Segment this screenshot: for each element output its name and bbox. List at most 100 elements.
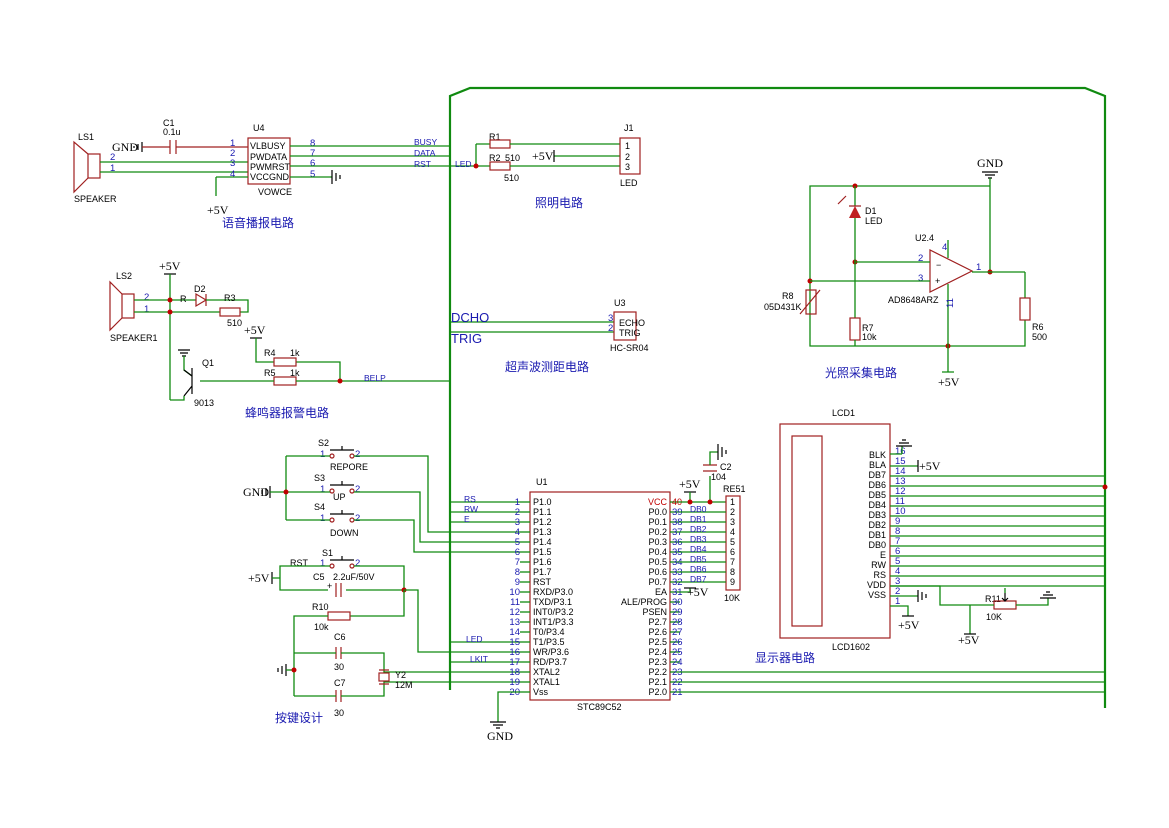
svg-text:UP: UP [333,492,346,502]
u1-pin-number: 8 [515,567,520,578]
lcd-pin-number: 4 [895,566,900,577]
svg-text:1: 1 [976,262,981,273]
u1-pin-name: XTAL1 [533,677,560,687]
u1-pin-name: INT1/P3.3 [533,617,574,627]
u1-pin-number: 14 [509,627,520,638]
u1-pin-number: 12 [509,607,520,618]
svg-text:S4: S4 [314,502,325,512]
svg-text:+5V: +5V [687,585,709,599]
svg-text:VLBUSY: VLBUSY [250,141,286,151]
svg-text:SPEAKER: SPEAKER [74,194,117,204]
lcd-pin-name: DB6 [868,480,886,490]
u1-pin-name: T1/P3.5 [533,637,565,647]
u1-pin-number: 16 [509,647,520,658]
svg-text:3: 3 [918,273,923,284]
u1-pin-number: 21 [672,687,683,698]
svg-text:2: 2 [625,152,630,162]
svg-text:R5: R5 [264,368,276,378]
u1-pin-number: 10 [509,587,520,598]
u1-pin-number: 9 [515,577,520,588]
lcd-pin-name: DB4 [868,500,886,510]
transistor-q1: Q1 9013 [170,349,214,408]
svg-text:LCD1: LCD1 [832,408,855,418]
svg-text:+5V: +5V [244,323,266,337]
svg-text:S3: S3 [314,473,325,483]
svg-text:+5V: +5V [898,618,920,632]
svg-text:E: E [464,514,470,524]
db-net-label: DB2 [690,524,707,534]
svg-text:LED: LED [865,216,883,226]
capacitor-c6: C6 30 [334,632,346,672]
u1-pin-name: TXD/P3.1 [533,597,572,607]
svg-text:05D431K: 05D431K [764,302,802,312]
svg-text:S1: S1 [322,548,333,558]
lcd-pin-number: 9 [895,516,900,527]
svg-text:R3: R3 [224,293,236,303]
led-d1: D1 LED [837,186,883,318]
svg-text:1k: 1k [290,348,300,358]
svg-text:Y2: Y2 [395,670,406,680]
svg-text:9013: 9013 [194,398,214,408]
svg-text:510: 510 [227,318,242,328]
db-net-label: DB3 [690,534,707,544]
svg-text:GND: GND [243,485,269,499]
resistor-r5: R5 1k [264,368,300,386]
svg-text:500: 500 [1032,332,1047,342]
u1-pin-name: P2.4 [648,647,667,657]
u1-pin-name: P1.5 [533,547,552,557]
svg-text:LS1: LS1 [78,132,94,142]
u1-pin-name: ALE/PROG [621,597,667,607]
lcd-pin-number: 3 [895,576,900,587]
diode-d2: D2 R [180,284,208,308]
lcd-pin-number: 5 [895,556,900,567]
u1-pin-number: 3 [515,517,520,528]
ultrasonic-u3: U3 ECHO TRIG 3 2 HC-SR04 [608,298,649,353]
svg-text:+5V: +5V [958,633,980,647]
svg-text:3: 3 [608,313,613,324]
lcd-pin-number: 8 [895,526,900,537]
u1-pin-number: 15 [509,637,520,648]
svg-text:1: 1 [144,304,149,315]
svg-text:LCD1602: LCD1602 [832,642,870,652]
re51-pin: 9 [730,577,735,587]
u1-pin-name: P0.5 [648,557,667,567]
svg-text:TRIG: TRIG [619,328,641,338]
lcd-pin-name: DB5 [868,490,886,500]
svg-text:LED: LED [455,159,472,169]
u1-pin-name: P2.5 [648,637,667,647]
svg-text:510: 510 [505,153,520,163]
svg-text:+5V: +5V [938,375,960,389]
svg-text:1: 1 [625,141,630,151]
svg-text:+5V: +5V [159,259,181,273]
svg-text:C5: C5 [313,572,325,582]
svg-text:2: 2 [918,253,923,264]
svg-text:1: 1 [230,138,235,149]
re51-pin: 1 [730,497,735,507]
u1-pin-name: P2.1 [648,677,667,687]
lcd-pin-number: 16 [895,446,906,457]
svg-text:ECHO: ECHO [619,318,645,328]
svg-text:10K: 10K [986,612,1002,622]
lcd-pin-name: BLA [869,460,886,470]
svg-text:VCCGND: VCCGND [250,172,290,182]
resistor-r1: R1 [489,132,511,149]
u1-pin-number: 13 [509,617,520,628]
svg-text:0.1u: 0.1u [163,127,181,137]
svg-text:RS: RS [464,494,476,504]
svg-text:D1: D1 [865,206,877,216]
voice-module-u4: U4 VLBUSY PWDATA PWMRST VCCGND VOWCE 12 … [230,123,315,197]
svg-text:AD8648ARZ: AD8648ARZ [888,295,939,305]
svg-text:30: 30 [334,708,344,718]
resistor-r3: R3 510 [219,293,242,328]
svg-text:GND: GND [977,156,1003,170]
u1-pin-name: P0.2 [648,527,667,537]
u1-pin-number: 37 [672,527,683,538]
svg-text:S2: S2 [318,438,329,448]
svg-text:2: 2 [355,513,360,524]
re51-pin: 4 [730,527,735,537]
svg-text:C2: C2 [720,462,732,472]
svg-text:5: 5 [310,169,315,180]
